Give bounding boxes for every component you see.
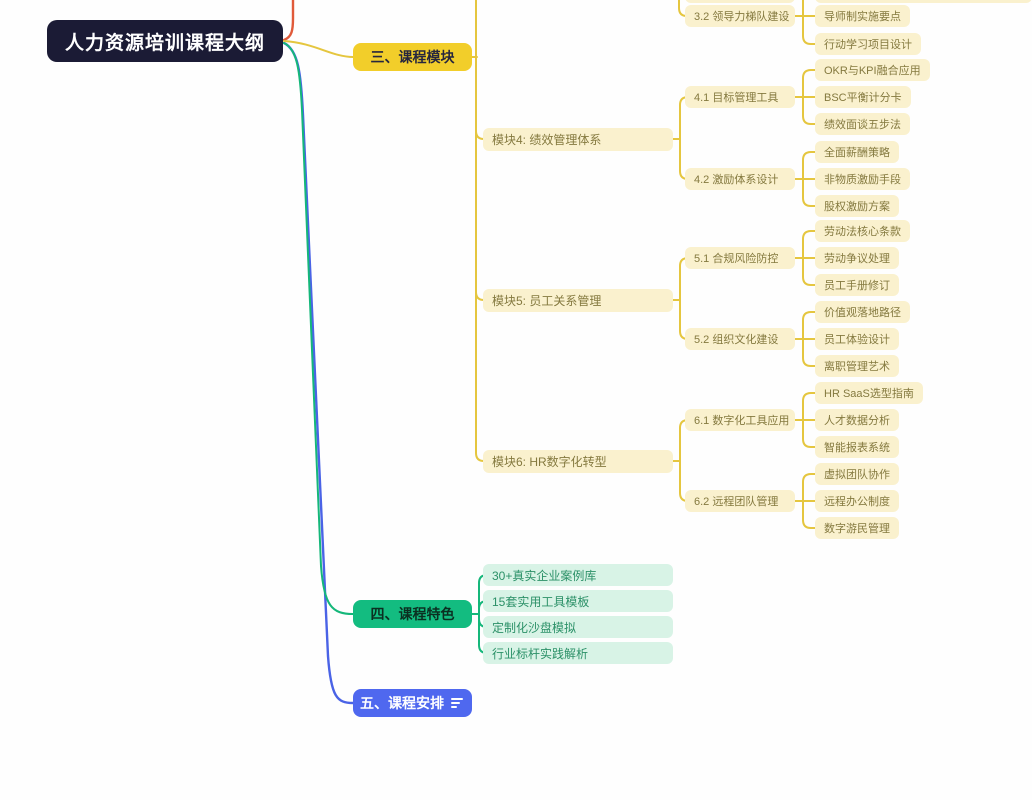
branch-course-schedule-label: 五、课程安排: [360, 695, 444, 711]
edge-sub51-leaves: [794, 230, 817, 286]
leaf-node-label: 非物质激励手段: [824, 174, 901, 186]
leaf-node-label: 人才数据分析: [824, 415, 890, 427]
node-module-4[interactable]: 模块4: 绩效管理体系: [483, 128, 673, 151]
leaf-node-label: 导师制实施要点: [824, 11, 901, 23]
leaf-node[interactable]: 离职管理艺术: [815, 355, 899, 377]
edge-sub61-leaves: [794, 392, 817, 448]
feature-leaf[interactable]: 15套实用工具模板: [483, 590, 673, 612]
leaf-node-label: 远程办公制度: [824, 496, 890, 508]
leaf-node[interactable]: 行动学习项目设计: [815, 33, 921, 55]
feature-leaf[interactable]: 30+真实企业案例库: [483, 564, 673, 586]
node-sub-6-1[interactable]: 6.1 数字化工具应用: [685, 409, 795, 431]
edge-modules-spine: [471, 0, 485, 462]
node-sub-4-1-label: 4.1 目标管理工具: [694, 92, 779, 104]
leaf-node[interactable]: OKR与KPI融合应用: [815, 59, 930, 81]
feature-leaf-label: 行业标杆实践解析: [492, 646, 589, 661]
leaf-node[interactable]: 数字游民管理: [815, 517, 899, 539]
node-module-4-label: 模块4: 绩效管理体系: [492, 133, 602, 147]
leaf-node[interactable]: 全面薪酬策略: [815, 141, 899, 163]
leaf-node-label: 行动学习项目设计: [824, 39, 912, 51]
leaf-node[interactable]: 绩效面谈五步法: [815, 113, 910, 135]
edge-module6-subs: [672, 419, 689, 502]
leaf-node-label: 离职管理艺术: [824, 361, 890, 373]
leaf-node-label: OKR与KPI融合应用: [824, 65, 921, 77]
list-lines-icon: [451, 697, 465, 709]
edge-root-features: [283, 42, 354, 615]
node-sub-6-1-label: 6.1 数字化工具应用: [694, 415, 790, 427]
node-module-6-label: 模块6: HR数字化转型: [492, 455, 607, 469]
edge-root-modules: [283, 40, 354, 58]
node-sub-4-2[interactable]: 4.2 激励体系设计: [685, 168, 795, 190]
clipped-node-top: [685, 0, 795, 3]
edge-module4-subs: [672, 96, 689, 180]
leaf-node-label: BSC平衡计分卡: [824, 92, 902, 104]
leaf-node[interactable]: 人才数据分析: [815, 409, 899, 431]
leaf-node-label: 劳动法核心条款: [824, 226, 901, 238]
edge-root-up: [282, 0, 295, 42]
edge-sub41-leaves: [794, 69, 817, 125]
leaf-node[interactable]: 智能报表系统: [815, 436, 899, 458]
feature-leaf[interactable]: 行业标杆实践解析: [483, 642, 673, 664]
node-sub-4-1[interactable]: 4.1 目标管理工具: [685, 86, 795, 108]
feature-leaf-label: 定制化沙盘模拟: [492, 620, 577, 635]
branch-course-modules-label: 三、课程模块: [370, 49, 455, 65]
leaf-node-label: 智能报表系统: [824, 442, 890, 454]
node-module-6[interactable]: 模块6: HR数字化转型: [483, 450, 673, 473]
leaf-node-label: 全面薪酬策略: [824, 147, 890, 159]
node-sub-4-2-label: 4.2 激励体系设计: [694, 174, 779, 186]
leaf-node[interactable]: 员工手册修订: [815, 274, 899, 296]
edge-orphan-leaves: [794, 0, 817, 45]
leaf-node-label: HR SaaS选型指南: [824, 388, 914, 400]
leaf-node-label: 价值观落地路径: [824, 307, 901, 319]
branch-course-schedule[interactable]: 五、课程安排: [353, 689, 472, 717]
edge-sub42-leaves: [794, 151, 817, 207]
node-sub-5-1-label: 5.1 合规风险防控: [694, 253, 779, 265]
leaf-node[interactable]: BSC平衡计分卡: [815, 86, 911, 108]
feature-leaf-label: 30+真实企业案例库: [492, 568, 597, 583]
root-node-label: 人力资源培训课程大纲: [64, 32, 265, 54]
edge-sub62-leaves: [794, 473, 817, 529]
leaf-node[interactable]: 股权激励方案: [815, 195, 899, 217]
node-sub-6-2-label: 6.2 远程团队管理: [694, 496, 779, 508]
leaf-node[interactable]: 劳动法核心条款: [815, 220, 910, 242]
feature-leaf-label: 15套实用工具模板: [492, 594, 590, 609]
leaf-node-label: 员工手册修订: [824, 280, 890, 292]
node-sub-5-2-label: 5.2 组织文化建设: [694, 334, 779, 346]
edge-features-leaves: [471, 574, 488, 654]
leaf-node[interactable]: 虚拟团队协作: [815, 463, 899, 485]
leaf-node[interactable]: 非物质激励手段: [815, 168, 910, 190]
node-sub-5-1[interactable]: 5.1 合规风险防控: [685, 247, 795, 269]
node-sub-5-2[interactable]: 5.2 组织文化建设: [685, 328, 795, 350]
leaf-node[interactable]: 远程办公制度: [815, 490, 899, 512]
leaf-node[interactable]: 劳动争议处理: [815, 247, 899, 269]
root-node[interactable]: 人力资源培训课程大纲: [47, 20, 283, 62]
leaf-node-label: 虚拟团队协作: [824, 469, 890, 481]
leaf-node[interactable]: 价值观落地路径: [815, 301, 910, 323]
branch-course-features[interactable]: 四、课程特色: [353, 600, 472, 628]
node-module-5[interactable]: 模块5: 员工关系管理: [483, 289, 673, 312]
leaf-node[interactable]: 员工体验设计: [815, 328, 899, 350]
leaf-node-label: 劳动争议处理: [824, 253, 890, 265]
leaf-node-label: 员工体验设计: [824, 334, 890, 346]
node-sub-6-2[interactable]: 6.2 远程团队管理: [685, 490, 795, 512]
leaf-node[interactable]: 导师制实施要点: [815, 5, 910, 27]
node-sub-3-2-label: 3.2 领导力梯队建设: [694, 11, 790, 23]
branch-course-modules[interactable]: 三、课程模块: [353, 43, 472, 71]
node-sub-3-2[interactable]: 3.2 领导力梯队建设: [685, 5, 795, 27]
edge-module5-subs: [672, 257, 689, 340]
clipped-leaf-top: [815, 0, 1032, 3]
branch-course-features-label: 四、课程特色: [370, 606, 455, 622]
leaf-node-label: 数字游民管理: [824, 523, 890, 535]
leaf-node-label: 股权激励方案: [824, 201, 890, 213]
edge-sub52-leaves: [794, 311, 817, 367]
edge-root-schedule: [282, 41, 355, 705]
node-module-5-label: 模块5: 员工关系管理: [492, 294, 602, 308]
leaf-node-label: 绩效面谈五步法: [824, 119, 901, 131]
leaf-node[interactable]: HR SaaS选型指南: [815, 382, 923, 404]
feature-leaf[interactable]: 定制化沙盘模拟: [483, 616, 673, 638]
